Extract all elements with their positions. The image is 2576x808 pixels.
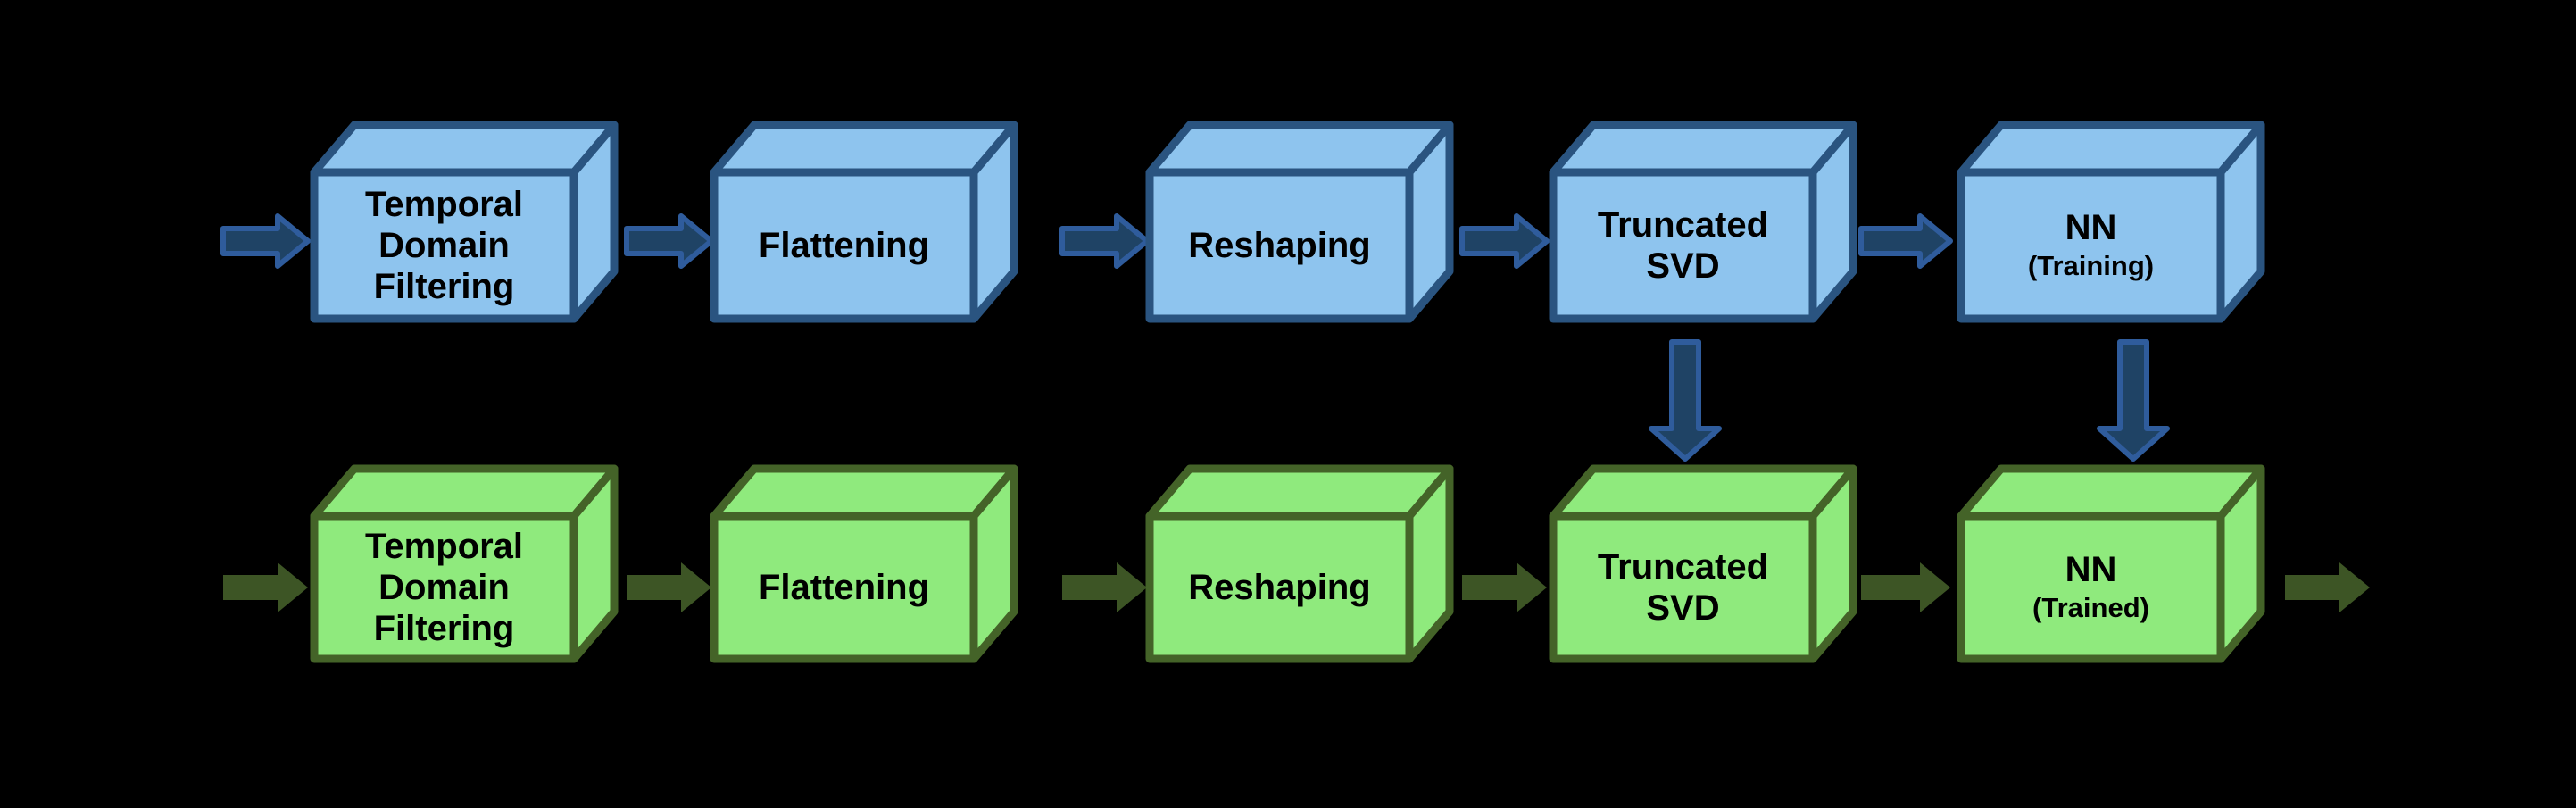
box-training-flattening [710,121,1018,323]
box-trained-nn [1957,464,2265,663]
box-top-face [310,121,619,177]
box-top-face [710,464,1018,521]
box-front-face [310,168,578,323]
box-top-face [1145,121,1454,177]
arrow-trained-1-2 [627,562,711,612]
box-top-face [710,121,1018,177]
box-front-face [1957,168,2225,323]
arrow-down-nn [2097,339,2170,462]
box-top-face [310,464,619,521]
box-training-reshaping [1145,121,1454,323]
box-top-face [1957,464,2265,521]
box-front-face [1957,512,2225,663]
box-trained-flattening [710,464,1018,663]
box-training-nn [1957,121,2265,323]
arrow-training-4-5 [1858,213,1953,269]
box-training-temporal-domain-filtering [310,121,619,323]
box-front-face [310,512,578,663]
arrow-training-3-4 [1459,213,1550,269]
box-front-face [1145,512,1414,663]
box-front-face [710,168,978,323]
box-top-face [1549,464,1857,521]
box-front-face [1549,168,1817,323]
box-front-face [1549,512,1817,663]
arrow-training-2-3 [1059,213,1150,269]
box-trained-truncated-svd [1549,464,1857,663]
box-top-face [1145,464,1454,521]
arrow-trained-3-4 [1462,562,1547,612]
row-connectors [1649,339,2170,462]
box-training-truncated-svd [1549,121,1857,323]
trained-pipeline-row [223,464,2370,663]
box-top-face [1549,121,1857,177]
arrow-down-truncated-svd [1649,339,1722,462]
box-front-face [710,512,978,663]
arrow-trained-output [2285,562,2370,612]
arrow-trained-2-3 [1062,562,1147,612]
arrow-training-input [220,213,311,269]
box-front-face [1145,168,1414,323]
box-trained-temporal-domain-filtering [310,464,619,663]
box-top-face [1957,121,2265,177]
arrow-training-1-2 [624,213,714,269]
arrow-trained-4-5 [1861,562,1950,612]
arrow-trained-input [223,562,308,612]
box-trained-reshaping [1145,464,1454,663]
training-pipeline-row [220,121,2265,323]
